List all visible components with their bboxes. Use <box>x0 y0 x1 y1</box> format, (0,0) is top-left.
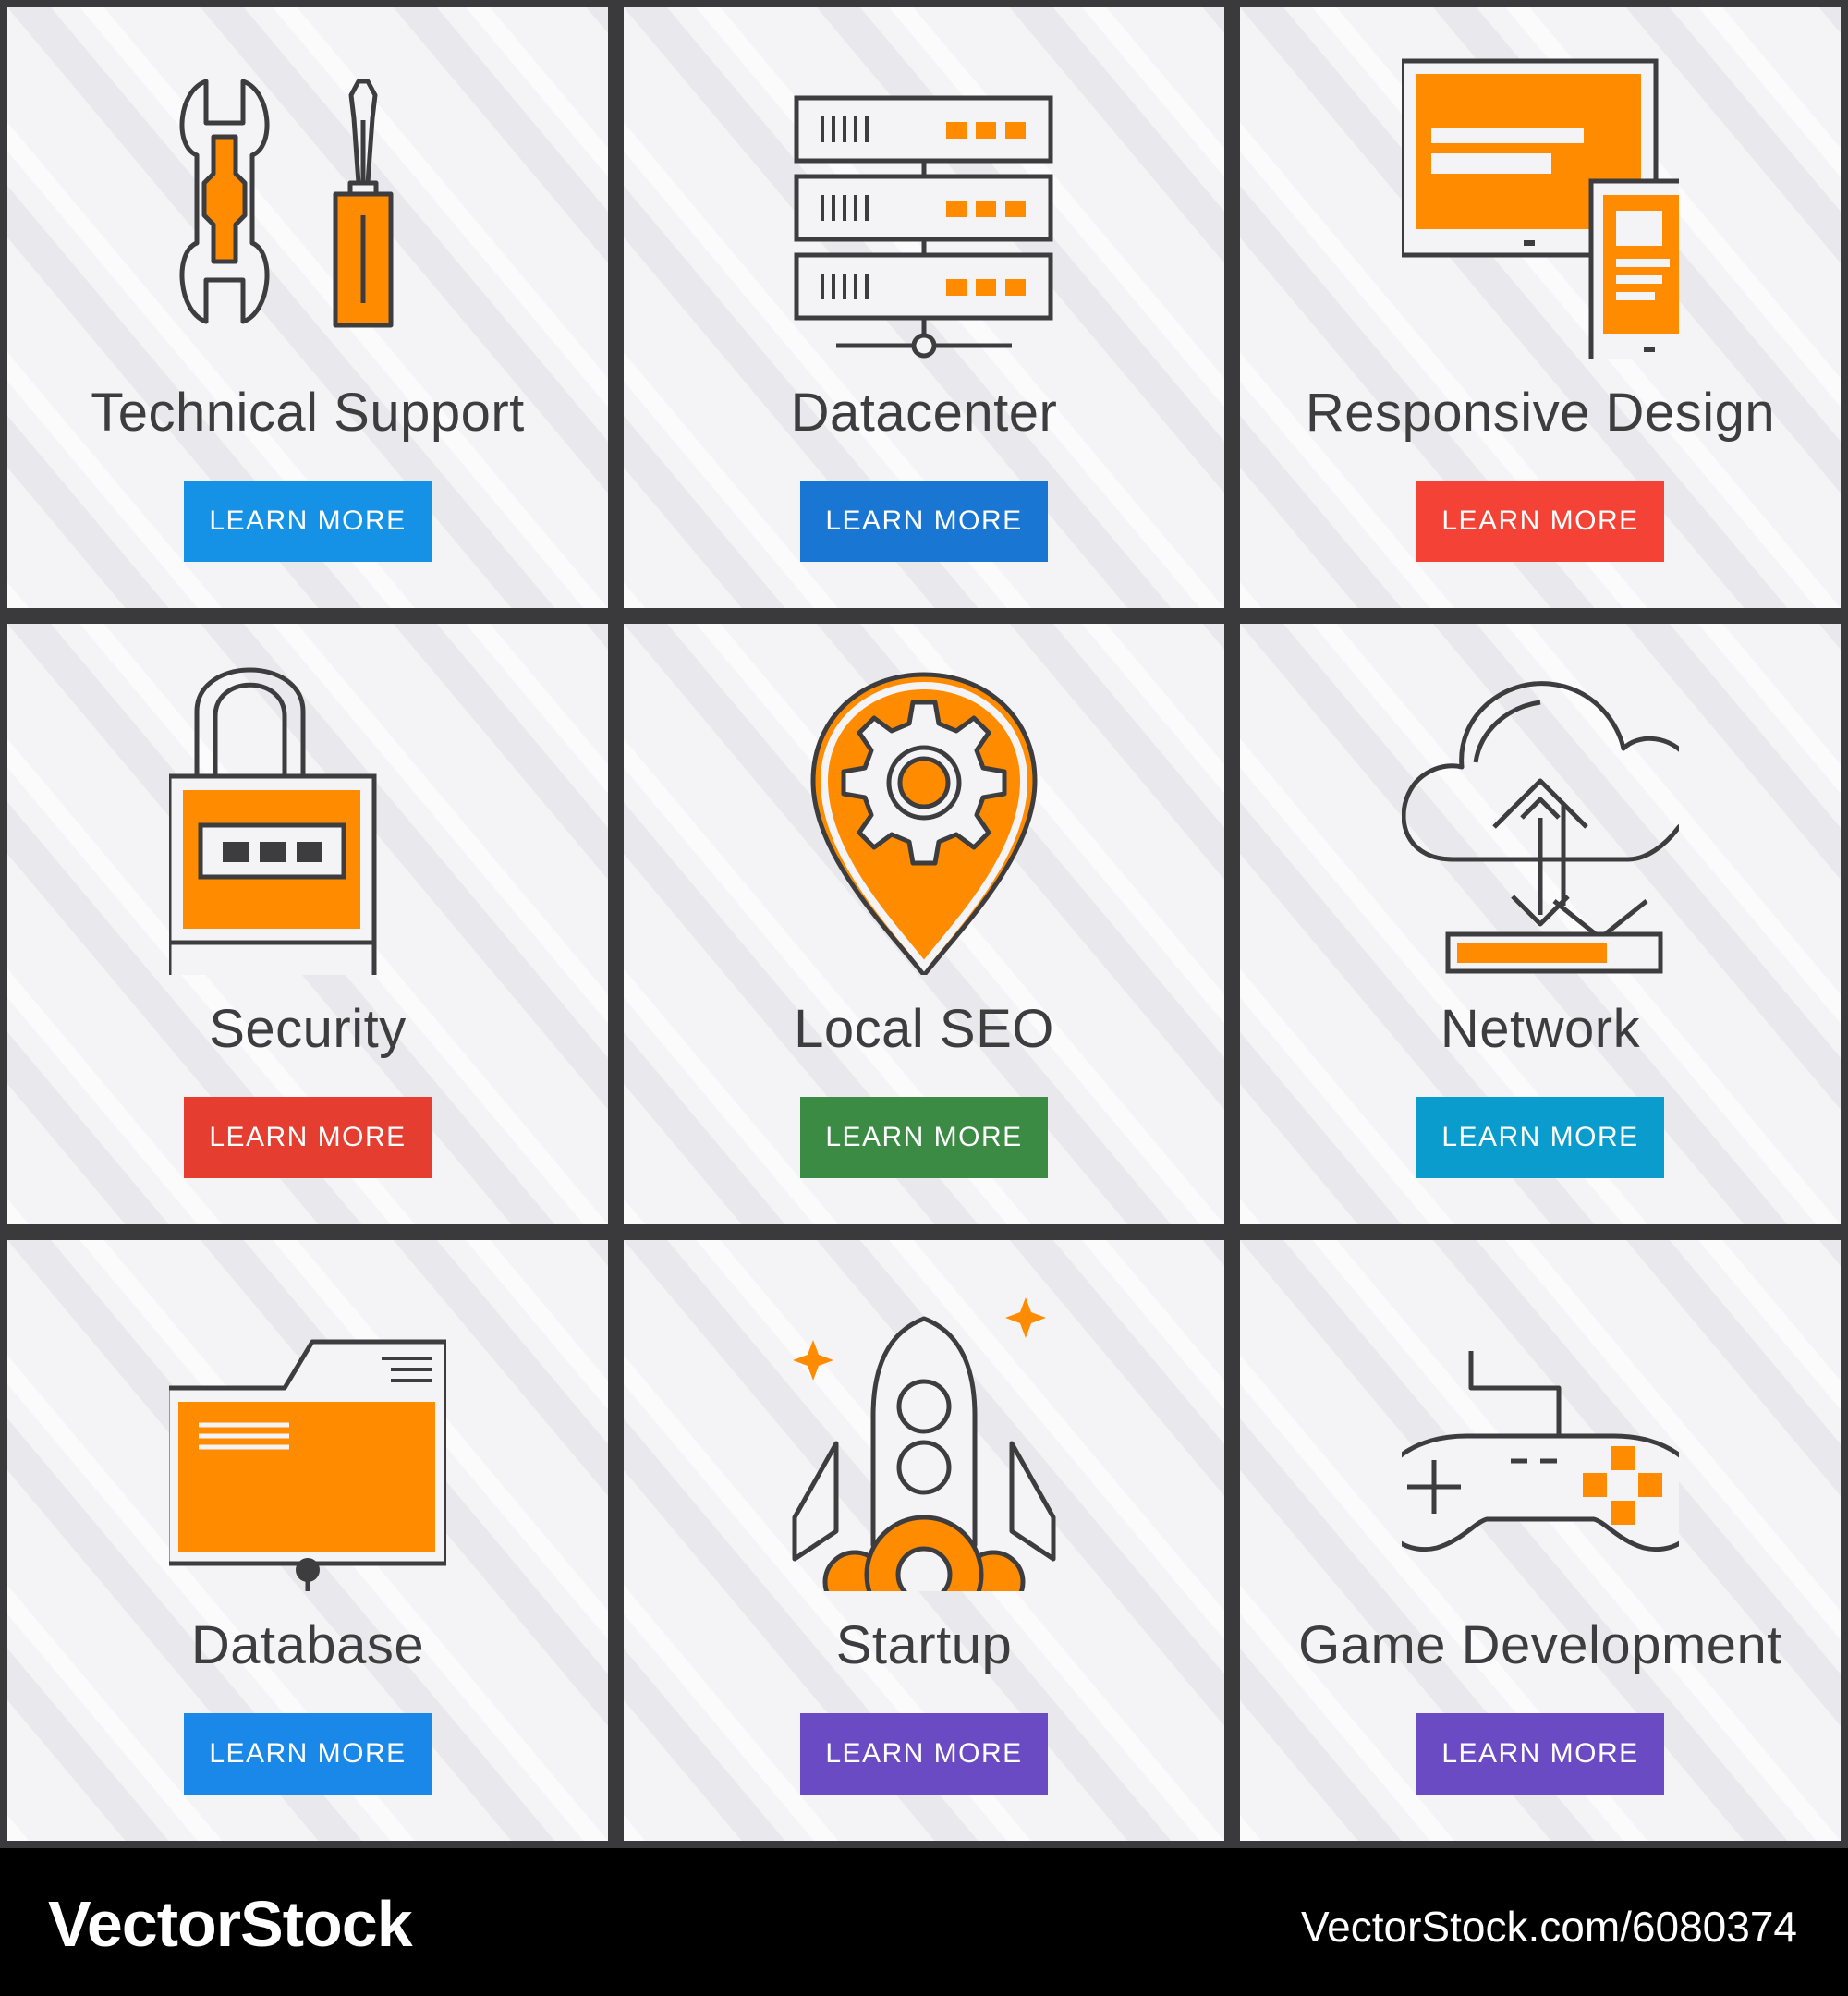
card-datacenter: Datacenter LEARN MORE <box>624 7 1224 608</box>
learn-more-button[interactable]: LEARN MORE <box>800 1097 1048 1178</box>
card-title: Startup <box>835 1615 1013 1675</box>
card-title: Game Development <box>1298 1615 1782 1675</box>
card-title: Technical Support <box>91 383 525 443</box>
tools-icon <box>179 79 394 328</box>
card-title: Security <box>209 999 407 1059</box>
watermark-footer: VectorStock VectorStock.com/6080374 <box>0 1848 1848 1996</box>
card-database: Database LEARN MORE <box>7 1240 608 1841</box>
learn-more-button[interactable]: LEARN MORE <box>800 1713 1048 1795</box>
card-title: Datacenter <box>790 383 1058 443</box>
learn-more-button[interactable]: LEARN MORE <box>800 481 1048 562</box>
gamepad-icon <box>1402 1351 1679 1552</box>
learn-more-button[interactable]: LEARN MORE <box>1416 1097 1664 1178</box>
card-title: Network <box>1440 999 1641 1059</box>
learn-more-button[interactable]: LEARN MORE <box>184 481 432 562</box>
cloud-transfer-icon <box>1402 681 1679 974</box>
card-local-seo: Local SEO LEARN MORE <box>624 624 1224 1224</box>
network-folder-icon <box>169 1339 446 1591</box>
brand-logo: VectorStock <box>48 1888 413 1960</box>
card-startup: Startup LEARN MORE <box>624 1240 1224 1841</box>
card-security: Security LEARN MORE <box>7 624 608 1224</box>
location-gear-icon <box>810 672 1038 975</box>
learn-more-button[interactable]: LEARN MORE <box>1416 481 1664 562</box>
card-grid: Technical Support LEARN MORE <box>7 7 1841 1841</box>
card-game-development: Game Development LEARN MORE <box>1240 1240 1841 1841</box>
server-rack-icon <box>794 95 1053 359</box>
learn-more-button[interactable]: LEARN MORE <box>184 1097 432 1178</box>
padlock-icon <box>169 667 377 975</box>
card-responsive-design: Responsive Design LEARN MORE <box>1240 7 1841 608</box>
devices-icon <box>1402 58 1679 359</box>
learn-more-button[interactable]: LEARN MORE <box>1416 1713 1664 1795</box>
card-title: Responsive Design <box>1305 383 1776 443</box>
card-network: Network LEARN MORE <box>1240 624 1841 1224</box>
card-title: Database <box>190 1615 425 1675</box>
card-title: Local SEO <box>794 999 1054 1059</box>
image-url: VectorStock.com/6080374 <box>1301 1903 1797 1951</box>
rocket-icon <box>792 1297 1056 1591</box>
learn-more-button[interactable]: LEARN MORE <box>184 1713 432 1795</box>
card-technical-support: Technical Support LEARN MORE <box>7 7 608 608</box>
